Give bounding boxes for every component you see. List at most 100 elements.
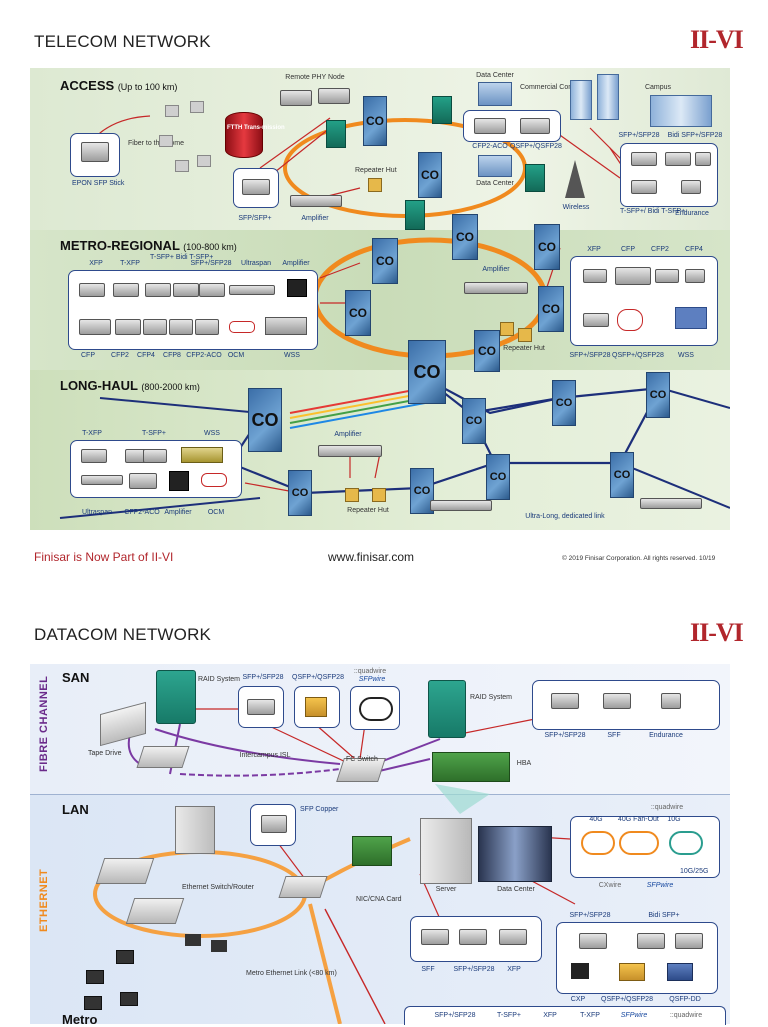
repeater-hut-metro-2 [518,328,532,342]
remote-phy-node-1 [280,90,312,106]
raid-label-1: RAID System [198,676,241,683]
lan-right-box [556,922,718,994]
repeater-hut-metro-1 [500,322,514,336]
data-center-1 [478,82,512,106]
lh-bottom-3: OCM [207,509,225,516]
amplifier-access-label: Amplifier [301,215,329,222]
raid-label-2: RAID System [470,694,513,701]
lan-sfp28-label: SFP+/SFP28 [453,966,495,973]
metro-amplifier [464,282,528,294]
lan-switch-1 [95,858,155,884]
metro-right-top-1: CFP [621,246,635,253]
endurance-label-access: Endurance [675,210,709,217]
metro-right-top-3: CFP4 [685,246,703,253]
co-hub: CO [408,340,446,404]
cable-10g25g-label: 10G/25G [680,868,709,875]
co-lh-2: CO [552,380,576,426]
lan-module-box [410,916,542,962]
metro-right-bottom-0: SFP+/SFP28 [569,352,611,359]
footer-url[interactable]: www.finisar.com [328,550,415,564]
metro-amplifier-label: Amplifier [482,266,510,273]
metro-b-sfpwire: SFPwire [620,1012,648,1019]
repeater-hut-lh-1 [345,488,359,502]
qsfp-label-access: QSFP+/QSFP28 [510,143,562,150]
metro-left-top-4: Ultraspan [241,260,271,267]
fiber-home-label: Fiber to the Home [128,140,185,147]
access-heading: ACCESS (Up to 100 km) [60,78,178,93]
cable-40g-fan-label: 40G Fan-Out [618,816,659,823]
cxp-label: CXP [570,996,586,1003]
epon-label: EPON SFP Stick [72,180,125,187]
commercial-tower-1 [570,80,592,120]
server-label: Server [435,886,457,893]
lan-heading: LAN [62,802,89,817]
data-center-2 [478,155,512,177]
san-sfp28-label: SFP+/SFP28 [242,674,284,681]
metro-left-box [68,270,318,350]
metro-left-bottom-4: CFP2-ACO [186,352,222,359]
metro-left-bottom-2: CFP4 [137,352,155,359]
metro-left-top-2: T-SFP+ Bidi T-SFP+ [150,254,214,261]
footer-copyright: © 2019 Finisar Corporation. All rights r… [562,555,716,562]
ultra-long-label: Ultra-Long, dedicated link [525,513,605,520]
raid-system-1 [156,670,196,724]
lan-switch-2 [125,898,185,924]
data-center-label-1: Data Center [476,72,514,79]
longhaul-heading: LONG-HAUL (800-2000 km) [60,378,200,393]
co-longhaul-main: CO [248,388,282,452]
longhaul-box [70,440,242,498]
fc-switch-label: FC Switch [346,756,378,763]
raid-system-2 [428,680,466,738]
metro-eth-label: Metro Ethernet Link (<80 km) [246,970,337,977]
metro-heading: METRO-REGIONAL (100-800 km) [60,238,237,253]
node-access-2 [432,96,452,124]
ftth-label: FTTH Trans-mission [227,125,285,131]
cfp2aco-qsfp-box [463,110,561,142]
metro-b-tsfp: T-SFP+ [497,1012,521,1019]
san-right-box [532,680,720,730]
metro-left-bottom-6: WSS [284,352,300,359]
metro-left-bottom-3: CFP8 [163,352,181,359]
telecom-title: TELECOM NETWORK [34,32,211,51]
pc-cluster [76,940,172,1010]
datacom-links [93,708,576,1024]
band-divider [30,794,730,795]
metro-b-xfp: XFP [543,1012,557,1019]
lh-bottom-1: CFP2-ACO [124,509,160,516]
metro-left-bottom-5: OCM [227,352,245,359]
metro-b-quadwire: ::quadwire [669,1012,703,1019]
metro-right-top-2: CFP2 [651,246,669,253]
metro-b-sfp28: SFP+/SFP28 [434,1012,476,1019]
ii-vi-logo: II-VI [690,25,744,54]
sfp-copper-box [250,804,296,846]
co-lh-4: CO [610,452,634,498]
sfp28-campus-label: SFP+/SFP28 [618,132,660,139]
lan-qsfp28-label: QSFP+/QSFP28 [601,996,653,1003]
cfp2aco-label: CFP2-ACO [472,143,508,150]
lan-xfp-label: XFP [507,966,521,973]
repeater-hut-metro-label: Repeater Hut [503,345,545,352]
lh-top-1: T-SFP+ [142,430,166,437]
wireless-label: Wireless [562,204,590,211]
metro-left-top-0: XFP [89,260,103,267]
lh-bottom-0: Ultraspan [82,509,112,516]
epon-sfp-box [70,133,120,177]
cable-40g-label: 40G [589,816,603,823]
amplifier-access [290,195,342,207]
nic-label: NIC/CNA Card [356,896,402,903]
qsfpdd-label: QSFP-DD [669,996,701,1003]
san-qsfp28-label: QSFP+/QSFP28 [292,674,344,681]
san-quadwire-label: ::quadwire [353,668,387,675]
sfp-sfpplus-label: SFP/SFP+ [238,215,272,222]
metro-right-bottom-2: WSS [678,352,694,359]
lh-amplifier [318,445,382,457]
lh-top-2: WSS [204,430,220,437]
co-lh-3: CO [646,372,670,418]
tsfp-bidi-label: T-SFP+/ Bidi T-SFP+ [620,208,686,215]
co-access-1: CO [363,96,387,146]
remote-phy-label: Remote PHY Node [285,74,345,81]
campus-label: Campus [644,84,672,91]
ii-vi-logo-2: II-VI [690,618,744,647]
footer-left: Finisar is Now Part of II-VI [34,550,174,564]
hba-label: HBA [516,760,532,767]
